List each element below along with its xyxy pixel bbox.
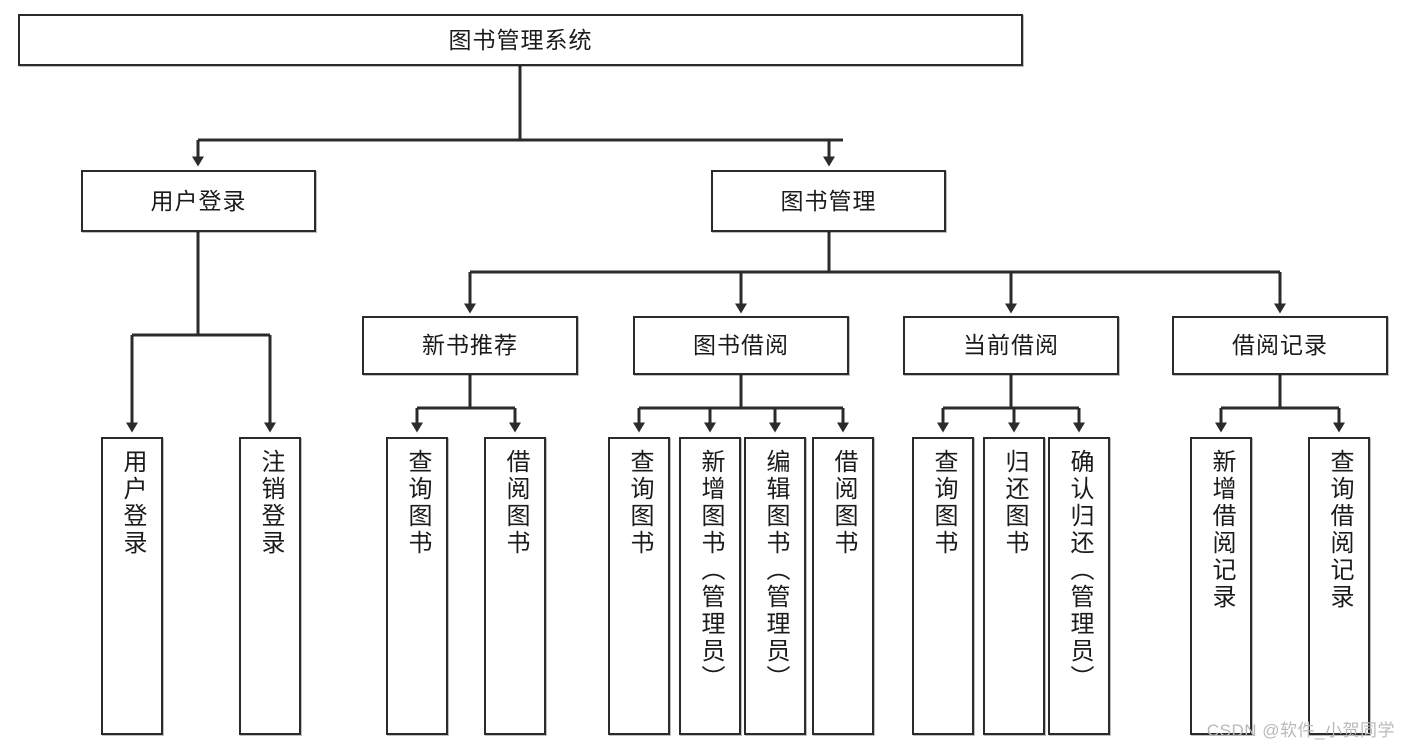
node-new-book-recommend-label: 新书推荐 xyxy=(422,332,518,359)
leaf-query-book-current-label: 查询图书 xyxy=(930,449,957,557)
node-root-label: 图书管理系统 xyxy=(448,26,593,53)
leaf-return-book-label: 归还图书 xyxy=(1001,449,1028,557)
node-book-management-label: 图书管理 xyxy=(780,187,877,214)
node-book-borrow-label: 图书借阅 xyxy=(693,332,789,359)
node-current-borrow[interactable]: 当前借阅 xyxy=(903,316,1119,375)
node-book-management[interactable]: 图书管理 xyxy=(711,170,946,232)
leaf-add-borrow-record-label: 新增借阅记录 xyxy=(1208,449,1235,611)
leaf-query-borrow-record[interactable]: 查询借阅记录 xyxy=(1308,437,1370,735)
leaf-query-book-current[interactable]: 查询图书 xyxy=(912,437,974,735)
node-borrow-record[interactable]: 借阅记录 xyxy=(1172,316,1388,375)
leaf-logout[interactable]: 注销登录 xyxy=(239,437,301,735)
leaf-edit-book-admin[interactable]: 编辑图书（管理员） xyxy=(744,437,806,735)
leaf-confirm-return-admin-label: 确认归还（管理员） xyxy=(1066,449,1093,692)
leaf-query-book-new[interactable]: 查询图书 xyxy=(386,437,448,735)
leaf-logout-label: 注销登录 xyxy=(257,449,284,557)
leaf-user-login[interactable]: 用户登录 xyxy=(101,437,163,735)
leaf-add-borrow-record[interactable]: 新增借阅记录 xyxy=(1190,437,1252,735)
leaf-query-book-borrow-label: 查询图书 xyxy=(626,449,653,557)
node-book-borrow[interactable]: 图书借阅 xyxy=(633,316,849,375)
leaf-edit-book-admin-label: 编辑图书（管理员） xyxy=(762,449,789,692)
leaf-borrow-book-new[interactable]: 借阅图书 xyxy=(484,437,546,735)
leaf-query-borrow-record-label: 查询借阅记录 xyxy=(1326,449,1353,611)
leaf-query-book-new-label: 查询图书 xyxy=(404,449,431,557)
leaf-lend-book-label: 借阅图书 xyxy=(830,449,857,557)
node-user-login-label: 用户登录 xyxy=(150,187,247,214)
node-new-book-recommend[interactable]: 新书推荐 xyxy=(362,316,578,375)
leaf-lend-book[interactable]: 借阅图书 xyxy=(812,437,874,735)
leaf-return-book[interactable]: 归还图书 xyxy=(983,437,1045,735)
node-user-login[interactable]: 用户登录 xyxy=(81,170,316,232)
node-current-borrow-label: 当前借阅 xyxy=(963,332,1059,359)
leaf-query-book-borrow[interactable]: 查询图书 xyxy=(608,437,670,735)
leaf-confirm-return-admin[interactable]: 确认归还（管理员） xyxy=(1048,437,1110,735)
leaf-borrow-book-new-label: 借阅图书 xyxy=(502,449,529,557)
leaf-add-book-admin[interactable]: 新增图书（管理员） xyxy=(679,437,741,735)
leaf-add-book-admin-label: 新增图书（管理员） xyxy=(697,449,724,692)
node-root[interactable]: 图书管理系统 xyxy=(18,14,1023,66)
leaf-user-login-label: 用户登录 xyxy=(119,449,146,557)
node-borrow-record-label: 借阅记录 xyxy=(1232,332,1328,359)
